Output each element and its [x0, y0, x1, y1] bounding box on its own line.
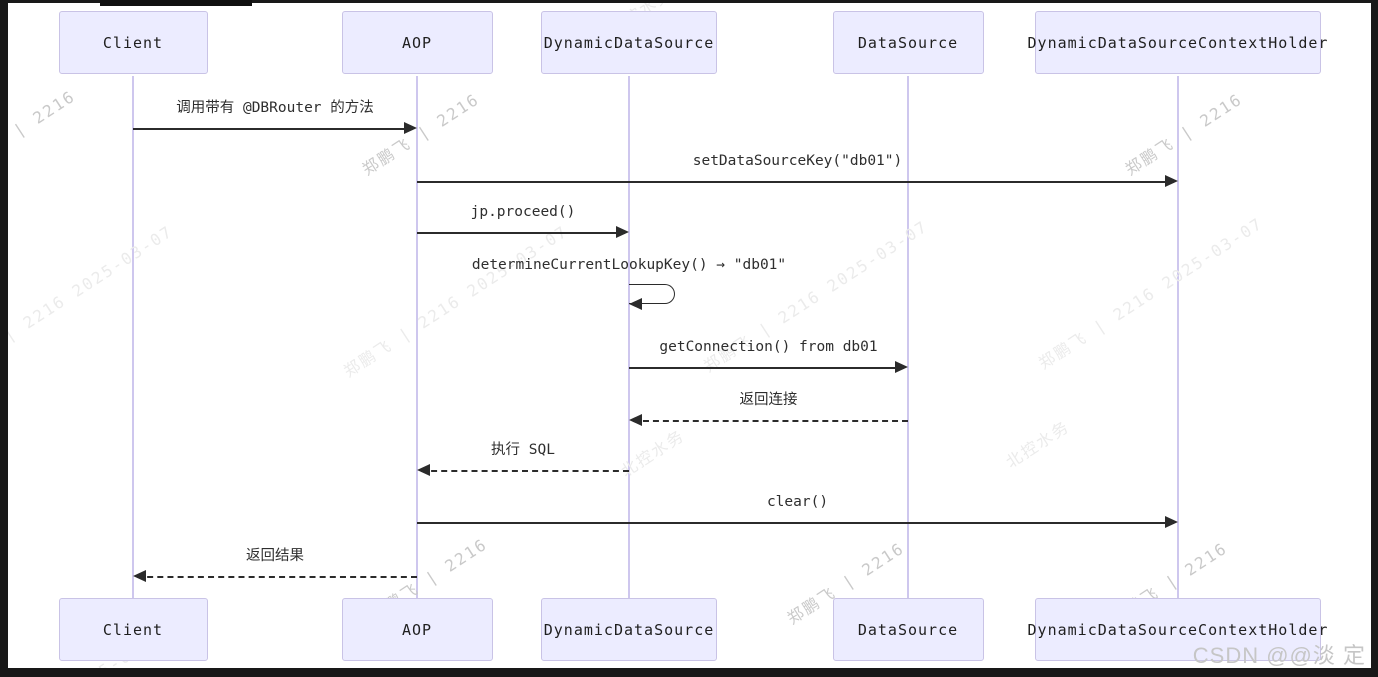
message-line: [633, 420, 908, 422]
message-line: [421, 470, 629, 472]
lifeline-data-source: [907, 76, 909, 598]
csdn-watermark: CSDN @@淡 定: [1192, 643, 1366, 668]
message-arrowhead: [616, 226, 629, 238]
message-label: clear(): [766, 494, 829, 510]
message-arrowhead: [404, 122, 417, 134]
message-arrowhead: [895, 361, 908, 373]
message-label: setDataSourceKey("db01"): [692, 153, 903, 169]
message-arrowhead: [1165, 516, 1178, 528]
frame-edge-right: [1371, 0, 1378, 677]
lifeline-context-holder: [1177, 76, 1179, 598]
message-label: 返回结果: [246, 548, 304, 564]
frame-artifact: [100, 0, 252, 6]
message-line: [417, 522, 1174, 524]
diagram-canvas: [8, 3, 1371, 668]
frame-edge-bottom: [0, 668, 1378, 677]
message-arrowhead: [133, 570, 146, 582]
actor-box-data-source-bottom: DataSource: [832, 598, 984, 661]
message-line: [137, 576, 417, 578]
actor-box-context-holder-bottom: DynamicDataSourceContextHolder: [1028, 598, 1327, 661]
actor-box-aop-top: AOP: [341, 11, 493, 74]
frame-edge-left: [0, 0, 8, 677]
lifeline-dynamic-data-source: [628, 76, 630, 598]
message-label: determineCurrentLookupKey() → "db01": [471, 257, 787, 273]
actor-box-aop-bottom: AOP: [341, 598, 493, 661]
actor-box-dynamic-data-source-bottom: DynamicDataSource: [541, 598, 717, 661]
message-line: [417, 232, 625, 234]
message-line: [417, 181, 1174, 183]
self-message-arrowhead: [629, 298, 642, 310]
actor-box-client-bottom: Client: [58, 598, 208, 661]
self-message-loop: [629, 284, 675, 304]
message-label: 执行 SQL: [491, 442, 555, 458]
message-line: [133, 128, 413, 130]
actor-box-data-source-top: DataSource: [832, 11, 984, 74]
actor-box-dynamic-data-source-top: DynamicDataSource: [541, 11, 717, 74]
message-label: jp.proceed(): [470, 204, 576, 220]
message-label: getConnection() from db01: [659, 339, 878, 355]
message-label: 返回连接: [739, 392, 798, 408]
actor-box-context-holder-top: DynamicDataSourceContextHolder: [1028, 11, 1327, 74]
message-arrowhead: [1165, 175, 1178, 187]
message-arrowhead: [629, 414, 642, 426]
lifeline-client: [132, 76, 134, 598]
message-line: [629, 367, 904, 369]
lifeline-aop: [416, 76, 418, 598]
actor-box-client-top: Client: [58, 11, 208, 74]
message-arrowhead: [417, 464, 430, 476]
frame-edge-top: [0, 0, 1378, 3]
message-label: 调用带有 @DBRouter 的方法: [176, 100, 374, 116]
